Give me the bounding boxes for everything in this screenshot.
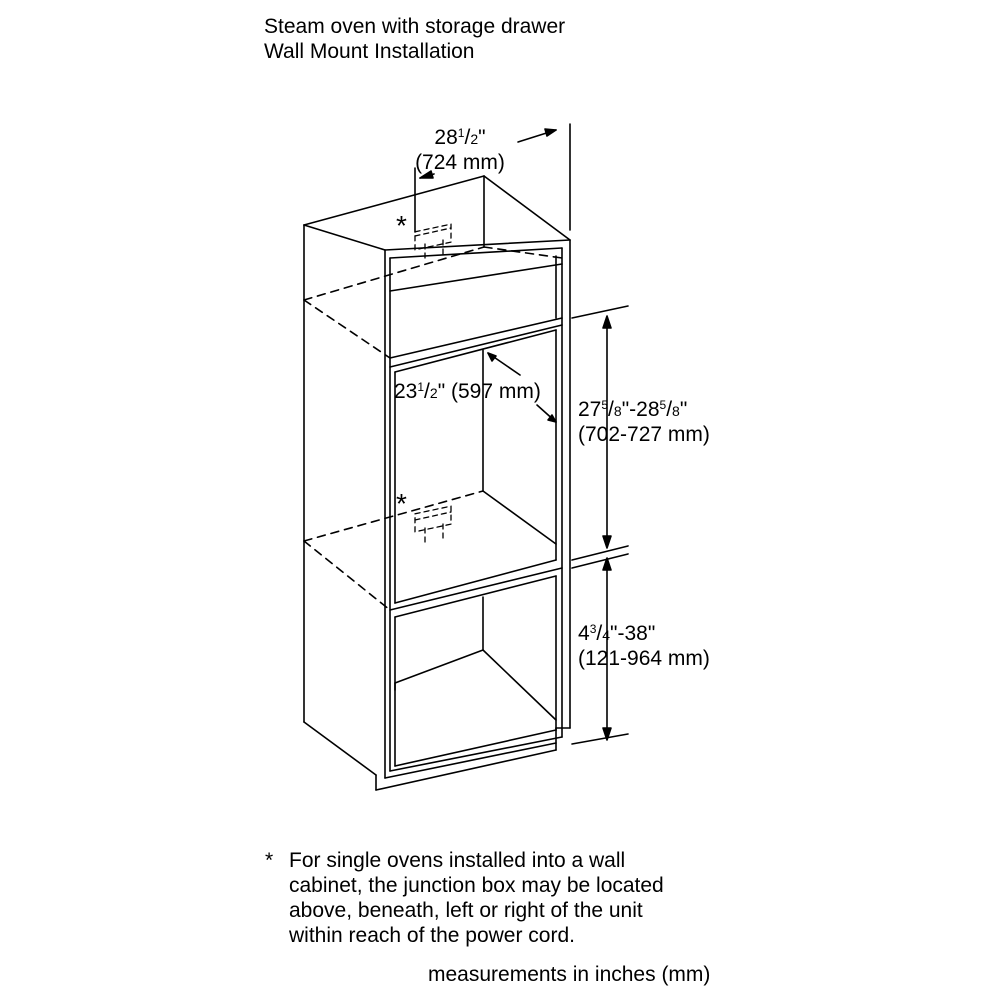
footnote-line: within reach of the power cord. — [289, 924, 575, 947]
upper-compartment — [389, 175, 563, 368]
width-mm: (724 mm) — [415, 151, 505, 174]
drawer-compartment — [394, 575, 557, 767]
floor-height-label: 43/4"-38" (121-964 mm) — [578, 622, 710, 671]
floor-height-inch: 43/4"-38" — [578, 622, 656, 645]
footnote-line: cabinet, the junction box may be located — [289, 874, 664, 897]
floor-height-dimension — [571, 553, 629, 745]
oven-cutout — [389, 329, 563, 611]
cutout-height-label: 275/8"-285/8" (702-727 mm) — [578, 398, 710, 447]
title-line-1: Steam oven with storage drawer — [264, 15, 566, 38]
cutout-height-dimension — [571, 305, 629, 561]
hidden-lines — [303, 246, 563, 611]
cutout-height-inch: 275/8"-285/8" — [578, 398, 688, 421]
depth-dimension-label: 231/2" (597 mm) — [394, 380, 541, 403]
junction-box-top — [414, 223, 452, 259]
cabinet-shell — [303, 175, 571, 791]
width-inch: 281/2" — [434, 126, 486, 149]
depth-mm: (597 mm) — [451, 380, 541, 403]
depth-dimension-line — [487, 352, 557, 423]
units-note: measurements in inches (mm) — [428, 963, 711, 986]
footnote: For single ovens installed into a wall c… — [289, 848, 664, 948]
footnote-line: For single ovens installed into a wall — [289, 849, 626, 872]
width-dimension-line — [414, 123, 571, 233]
footnote-marker: * — [265, 849, 274, 872]
junction-box-marker-bottom: * — [396, 488, 407, 519]
width-dimension-label: 281/2" (724 mm) — [408, 126, 512, 175]
diagram-title: Steam oven with storage drawer Wall Moun… — [264, 14, 565, 64]
title-line-2: Wall Mount Installation — [264, 40, 475, 63]
cabinet-front — [384, 247, 563, 779]
cutout-height-mm: (702-727 mm) — [578, 423, 710, 446]
junction-box-bottom — [414, 505, 452, 545]
footnote-line: above, beneath, left or right of the uni… — [289, 899, 643, 922]
junction-box-marker-top: * — [396, 210, 407, 241]
floor-height-mm: (121-964 mm) — [578, 647, 710, 670]
